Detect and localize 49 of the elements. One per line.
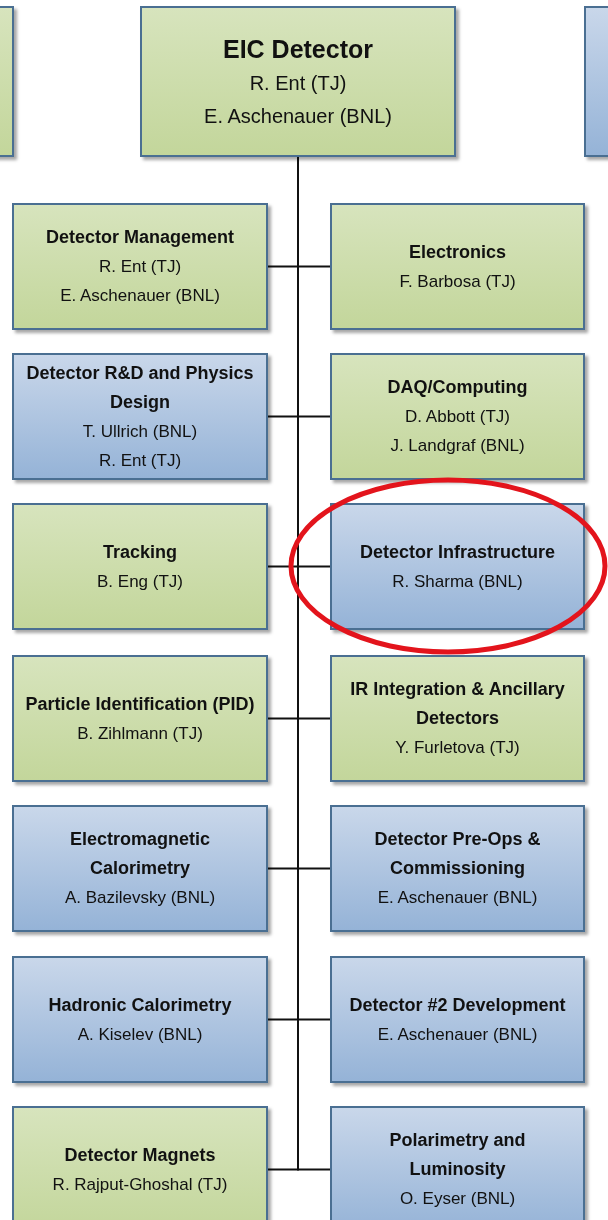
person-name: E. Aschenauer (BNL) (377, 887, 538, 909)
person-name: Y. Furletova (TJ) (395, 737, 520, 759)
person-name: O. Eyser (BNL) (399, 1188, 516, 1210)
unit-title: Polarimetry and Luminosity (388, 1129, 527, 1181)
unit-title: Detector Infrastructure (359, 540, 555, 564)
unit-title: Detector R&D and Physics Design (25, 361, 255, 414)
unit-title: Detector #2 Development (349, 993, 566, 1017)
person-name: D. Abbott (TJ) (405, 406, 510, 428)
person-name: E. Aschenauer (BNL) (60, 285, 220, 307)
person-name: R. Ent (TJ) (249, 70, 347, 96)
person-name: B. Eng (TJ) (97, 570, 183, 593)
person-name: E. Aschenauer (BNL) (377, 1023, 538, 1046)
unit-title: Detector Magnets (64, 1143, 216, 1167)
org-unit-box (12, 956, 268, 1083)
chart-title: EIC Detector (222, 33, 373, 65)
unit-title: Detector Management (45, 226, 234, 249)
org-unit-box (330, 1106, 585, 1220)
org-unit-box (330, 805, 585, 932)
org-unit-box (330, 503, 585, 630)
person-name: T. Ullrich (BNL) (82, 420, 198, 443)
unit-title: Particle Identification (PID) (25, 692, 255, 716)
person-name: A. Kiselev (BNL) (77, 1023, 203, 1046)
org-unit-box (12, 655, 268, 782)
org-unit-box (330, 353, 585, 480)
org-unit-box (12, 805, 268, 932)
unit-title: Hadronic Calorimetry (48, 993, 232, 1017)
person-name: J. Landgraf (BNL) (390, 435, 525, 457)
unit-title: Electromagnetic Calorimetry (68, 828, 211, 880)
org-unit-box (12, 203, 268, 330)
person-name: E. Aschenauer (BNL) (204, 103, 392, 129)
org-unit-box (330, 203, 585, 330)
person-name: F. Barbosa (TJ) (399, 270, 516, 293)
unit-title: Electronics (408, 240, 506, 264)
unit-title: Detector Pre-Ops & Commissioning (373, 828, 542, 880)
person-name: R. Rajput-Ghoshal (TJ) (52, 1173, 228, 1196)
person-name: B. Zihlmann (TJ) (77, 722, 203, 745)
person-name: A. Bazilevsky (BNL) (64, 887, 216, 909)
unit-title: IR Integration & Ancillary Detectors (349, 678, 566, 730)
person-name: R. Ent (TJ) (98, 256, 182, 278)
org-unit-box (330, 655, 585, 782)
person-name: R. Ent (TJ) (98, 449, 182, 472)
org-unit-box (330, 956, 585, 1083)
unit-title: DAQ/Computing (387, 376, 528, 399)
org-unit-box (12, 503, 268, 630)
unit-title: Tracking (103, 540, 177, 564)
org-unit-box (12, 1106, 268, 1220)
org-unit-box (140, 6, 456, 157)
person-name: R. Sharma (BNL) (392, 570, 523, 593)
org-unit-box (12, 353, 268, 480)
